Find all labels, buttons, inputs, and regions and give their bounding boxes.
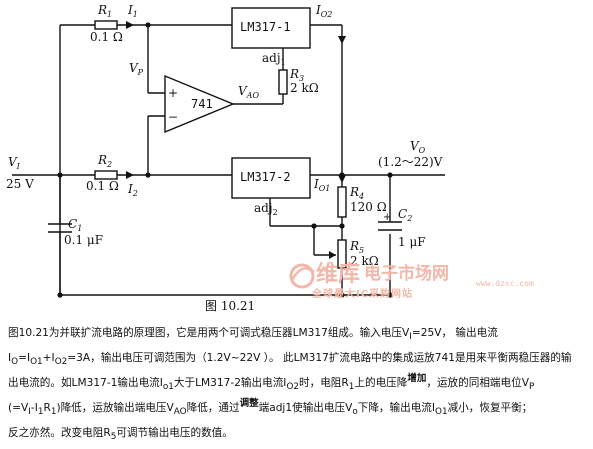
circuit-wires bbox=[12, 24, 445, 296]
r5-value: 2 kΩ bbox=[350, 254, 379, 268]
r1-value: 0.1 Ω bbox=[90, 30, 123, 44]
caption-line-3: 出电流的。如LM317-1输出电流Io1大于LM317-2输出电流IO2时，电阻… bbox=[8, 373, 535, 393]
lm317-1-chip: LM317-1 bbox=[231, 7, 311, 49]
lm317-1-label: LM317-1 bbox=[240, 20, 291, 34]
opamp-plus-sign: + bbox=[168, 86, 178, 100]
r2-name: R2 bbox=[97, 153, 112, 169]
c1-name: C1 bbox=[68, 217, 82, 233]
caption-line-5: 反之亦然。改变电阻R5可调节输出电压的数值。 bbox=[8, 427, 233, 443]
r5-wiper-arrow-icon bbox=[329, 251, 336, 259]
capacitor-c1 bbox=[48, 223, 72, 295]
i2-arrow-icon bbox=[126, 171, 134, 179]
caption-line-1: 图10.21为并联扩流电路的原理图，它是用两个可调式稳压器LM317组成。输入电… bbox=[8, 327, 498, 343]
figure-label: 图 10.21 bbox=[205, 299, 256, 313]
resistor-r3 bbox=[278, 69, 288, 95]
caption-line-4: (=VI-I1R1)降低，运放输出端电压VAO降低，通过调整端adj1使输出电压… bbox=[8, 398, 533, 418]
adj2-label: adj2 bbox=[254, 201, 278, 217]
io1-arrow-icon bbox=[338, 36, 346, 44]
caption: 图10.21为并联扩流电路的原理图，它是用两个可调式稳压器LM317组成。输入电… bbox=[0, 323, 593, 443]
vp-label: VP bbox=[129, 61, 144, 77]
circuit-schematic: LM317-1 LM317-2 + − 741 + bbox=[6, 3, 534, 300]
r5-name: R5 bbox=[349, 239, 364, 255]
vao-label: VAO bbox=[238, 84, 259, 100]
lm317-2-chip: LM317-2 bbox=[231, 157, 311, 199]
watermark-swoosh-icon bbox=[290, 267, 315, 281]
caption-line-2: IO=IO1+IO2=3A，输出电压可调范围为（1.2V~22V ）。 此LM3… bbox=[8, 352, 572, 368]
watermark: 维库 电子市场网 www.dzsc.com 全球最大IC采购网站 bbox=[289, 261, 534, 300]
opamp-minus-sign: − bbox=[168, 110, 178, 124]
resistor-r1 bbox=[94, 20, 118, 30]
r3-name: R3 bbox=[289, 67, 304, 83]
vi-label: VI bbox=[8, 155, 21, 171]
vo-range: (1.2～22)V bbox=[378, 155, 443, 169]
c1-value: 0.1 μF bbox=[64, 233, 103, 247]
vo-label: VO bbox=[410, 139, 426, 155]
watermark-logo-icon bbox=[289, 263, 315, 289]
vi-value: 25 V bbox=[6, 177, 34, 191]
io2-arrow-icon bbox=[338, 175, 346, 183]
i1-label: I1 bbox=[127, 3, 138, 19]
adj1-label: adj1 bbox=[262, 51, 286, 67]
watermark-brand: 维库 bbox=[316, 261, 360, 287]
c2-value: 1 μF bbox=[398, 235, 426, 249]
io2-label: IO2 bbox=[315, 3, 332, 19]
opamp-label: 741 bbox=[191, 97, 213, 111]
r1-name: R1 bbox=[97, 3, 112, 19]
c2-plus-sign: + bbox=[383, 212, 391, 223]
resistor-r5 bbox=[337, 239, 347, 269]
r3-value: 2 kΩ bbox=[290, 81, 319, 95]
opamp-741: + − 741 bbox=[164, 74, 235, 134]
i1-arrow-icon bbox=[126, 21, 134, 29]
watermark-site: 电子市场网 bbox=[364, 263, 449, 284]
watermark-url: www.dzsc.com bbox=[476, 279, 534, 288]
c2-name: C2 bbox=[398, 207, 412, 223]
io1-label: IO1 bbox=[313, 177, 330, 193]
r4-name: R4 bbox=[349, 185, 364, 201]
resistor-r4 bbox=[337, 186, 347, 218]
i2-label: I2 bbox=[127, 182, 138, 198]
capacitor-c2: + bbox=[378, 212, 402, 231]
r2-value: 0.1 Ω bbox=[86, 179, 119, 193]
r4-value: 120 Ω bbox=[350, 200, 387, 214]
resistor-r2 bbox=[94, 170, 118, 180]
lm317-2-label: LM317-2 bbox=[240, 170, 291, 184]
watermark-slogan: 全球最大IC采购网站 bbox=[311, 287, 413, 300]
